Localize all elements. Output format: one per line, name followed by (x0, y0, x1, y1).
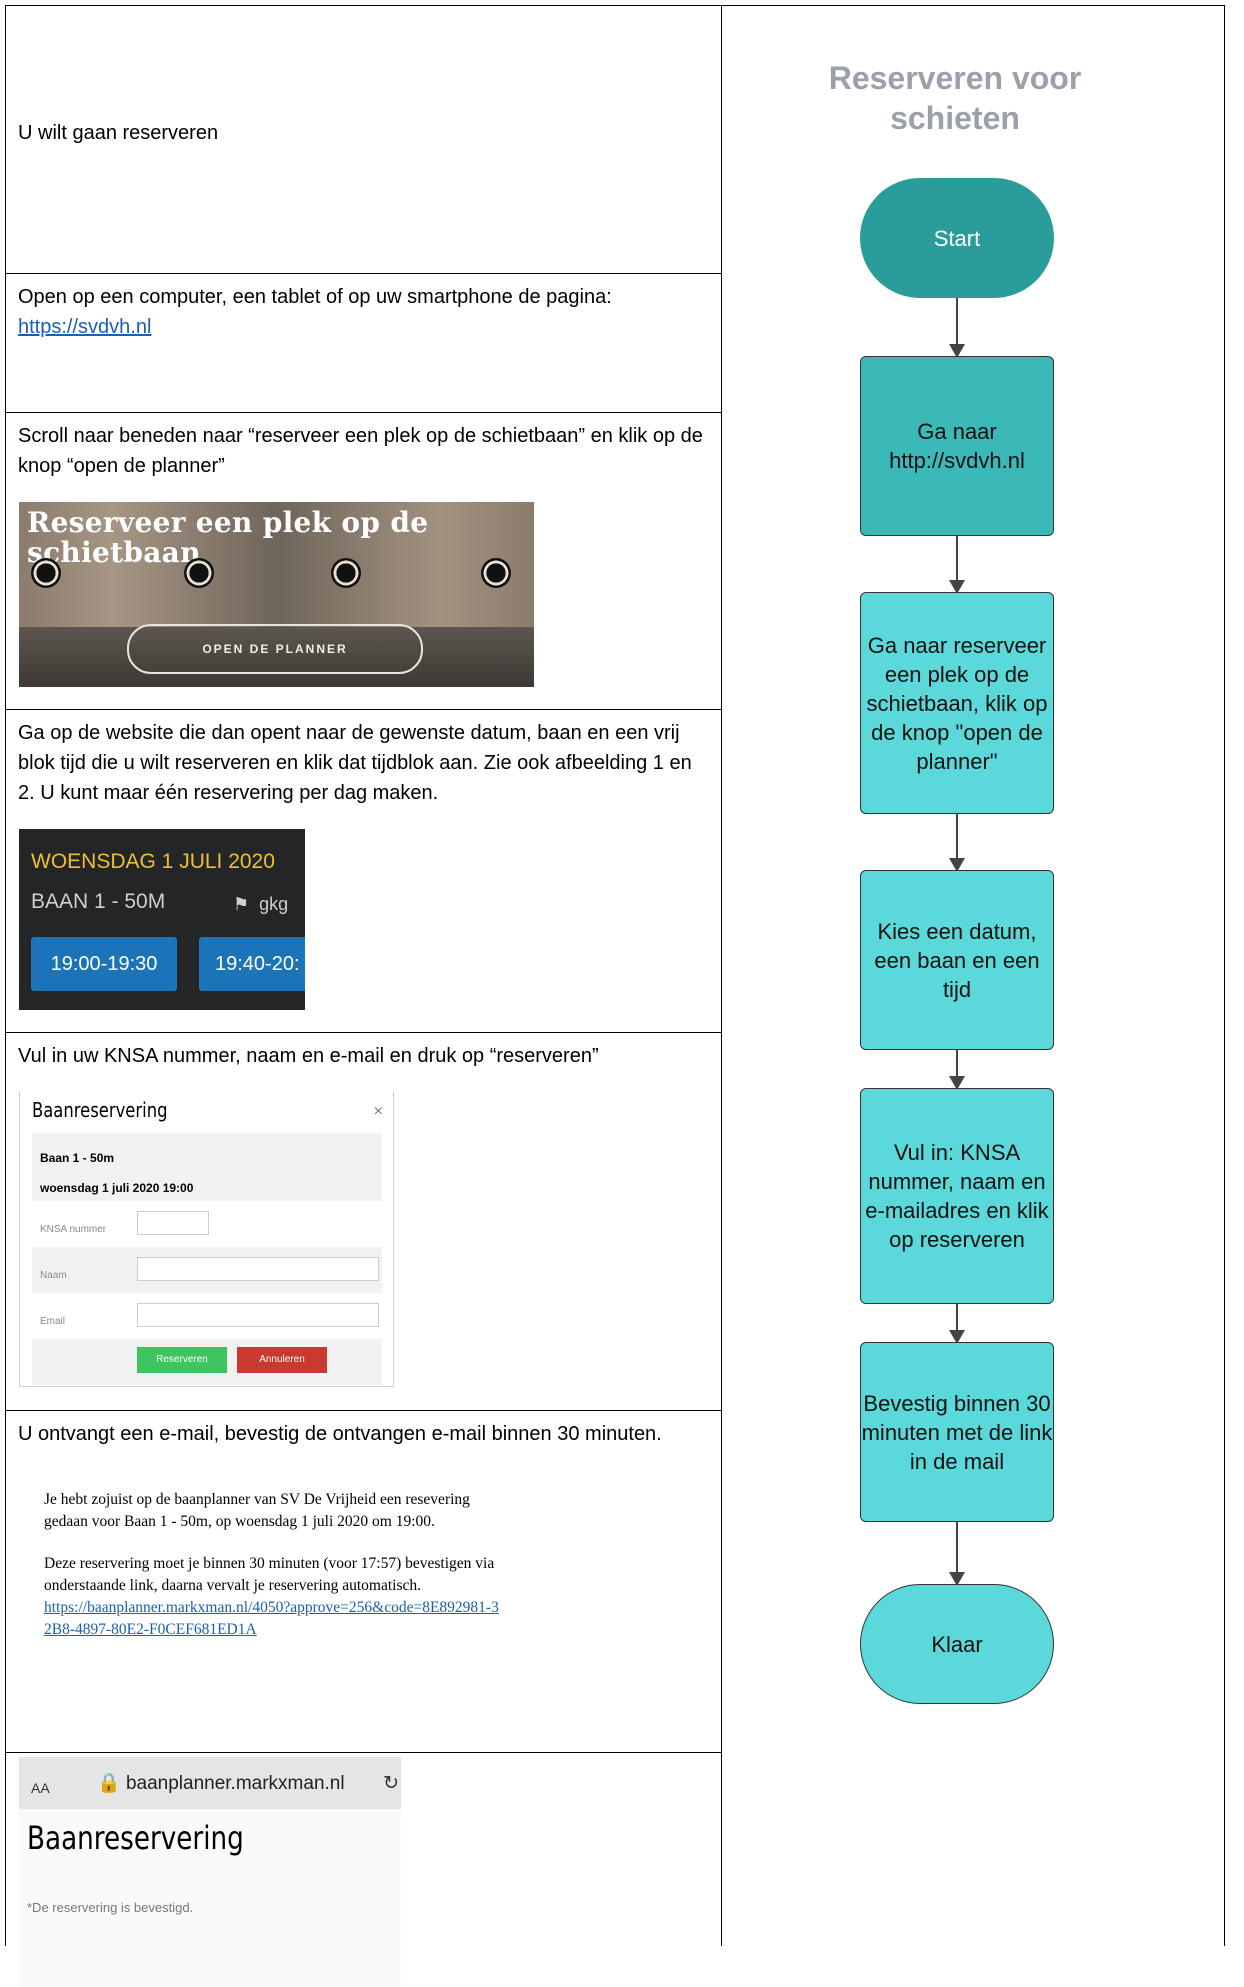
flow-node-svdvh: Ga naar http://svdvh.nl (860, 356, 1054, 536)
form-baan: Baan 1 - 50m (40, 1151, 115, 1165)
flow-node-end: Klaar (860, 1584, 1054, 1704)
flow-arrow (949, 1304, 965, 1344)
flow-node-fill-in: Vul in: KNSA nummer, naam en e-mailadres… (860, 1088, 1054, 1304)
email-paragraph-1: Je hebt zojuist op de baanplanner van SV… (44, 1491, 470, 1530)
email-row: Email (32, 1293, 382, 1339)
step-3-text: Scroll naar beneden naar “reserveer een … (18, 425, 703, 477)
flow-arrow (949, 1050, 965, 1090)
step-5-text: Vul in uw KNSA nummer, naam en e-mail en… (18, 1045, 599, 1067)
step-7-row: AA 🔒 baanplanner.markxman.nl ↻ Baanreser… (6, 1753, 721, 1987)
naam-row: Naam (32, 1247, 382, 1293)
schedule-screenshot: WOENSDAG 1 JULI 2020 BAAN 1 - 50M ⚑ gkg … (19, 829, 305, 1010)
reservation-form-screenshot: Baanreservering × Baan 1 - 50m woensdag … (19, 1091, 394, 1387)
email-confirm-link[interactable]: https://baanplanner.markxman.nl/4050?app… (44, 1599, 499, 1638)
naam-input[interactable] (137, 1257, 379, 1281)
time-slot-2[interactable]: 19:40-20: (199, 937, 305, 991)
target-icon (31, 558, 61, 588)
open-planner-button[interactable]: OPEN DE PLANNER (127, 624, 423, 674)
step-6-row: U ontvangt een e-mail, bevestig de ontva… (6, 1411, 721, 1753)
step-2-text: Open op een computer, een tablet of op u… (18, 286, 612, 308)
flow-arrow (949, 814, 965, 872)
user-icon: ⚑ (233, 894, 250, 914)
reserveren-button[interactable]: Reserveren (137, 1347, 227, 1373)
flow-arrow (949, 536, 965, 594)
confirmation-message: *De reservering is bevestigd. (27, 1900, 194, 1915)
email-paragraph-2: Deze reservering moet je binnen 30 minut… (44, 1555, 495, 1594)
form-buttons: Reserveren Annuleren (32, 1339, 382, 1385)
step-1-row: U wilt gaan reserveren (6, 6, 721, 274)
email-input[interactable] (137, 1303, 379, 1327)
reload-icon[interactable]: ↻ (383, 1773, 399, 1794)
step-5-row: Vul in uw KNSA nummer, naam en e-mail en… (6, 1033, 721, 1411)
form-info: Baan 1 - 50m woensdag 1 juli 2020 19:00 (32, 1133, 382, 1201)
step-6-text: U ontvangt een e-mail, bevestig de ontva… (18, 1423, 662, 1445)
step-3-row: Scroll naar beneden naar “reserveer een … (6, 413, 721, 710)
address-url[interactable]: 🔒 baanplanner.markxman.nl (97, 1773, 345, 1794)
schietbaan-banner-image: Reserveer een plek op de schietbaan OPEN… (19, 502, 534, 687)
svdvh-link[interactable]: https://svdvh.nl (18, 316, 152, 338)
confirmation-title: Baanreservering (27, 1819, 244, 1857)
flow-arrow (949, 298, 965, 358)
banner-floor (19, 627, 534, 687)
close-icon[interactable]: × (373, 1103, 383, 1120)
schedule-user: ⚑ gkg (233, 894, 289, 914)
email-label: Email (40, 1316, 66, 1327)
banner-title: Reserveer een plek op de schietbaan (27, 506, 429, 569)
naam-label: Naam (40, 1270, 67, 1281)
schedule-baan: BAAN 1 - 50M (31, 890, 166, 913)
knsa-row: KNSA nummer (32, 1201, 382, 1247)
flowchart-title: Reserveren voor schieten (828, 60, 1082, 136)
flow-node-choose: Kies een datum, een baan en een tijd (860, 870, 1054, 1050)
flow-node-planner: Ga naar reserveer een plek op de schietb… (860, 592, 1054, 814)
step-4-text: Ga op de website die dan opent naar de g… (18, 722, 692, 804)
browser-address-bar: AA 🔒 baanplanner.markxman.nl ↻ (19, 1757, 401, 1809)
annuleren-button[interactable]: Annuleren (237, 1347, 327, 1373)
step-4-row: Ga op de website die dan opent naar de g… (6, 710, 721, 1033)
target-icon (481, 558, 511, 588)
flow-arrow (949, 1522, 965, 1586)
lock-icon: 🔒 (97, 1773, 121, 1794)
time-slot-1[interactable]: 19:00-19:30 (31, 937, 177, 991)
confirmation-screenshot: AA 🔒 baanplanner.markxman.nl ↻ Baanreser… (19, 1757, 401, 1987)
step-2-row: Open op een computer, een tablet of op u… (6, 274, 721, 413)
knsa-label: KNSA nummer (40, 1224, 107, 1235)
email-screenshot: Je hebt zojuist op de baanplanner van SV… (44, 1489, 504, 1641)
text-size-icon[interactable]: AA (31, 1780, 50, 1796)
schedule-date: WOENSDAG 1 JULI 2020 (31, 850, 275, 873)
target-icon (184, 558, 214, 588)
instructions-column: U wilt gaan reserveren Open op een compu… (6, 6, 722, 1987)
flow-node-start: Start (860, 178, 1054, 298)
flow-node-confirm: Bevestig binnen 30 minuten met de link i… (860, 1342, 1054, 1522)
step-1-text: U wilt gaan reserveren (18, 122, 219, 144)
form-datetime: woensdag 1 juli 2020 19:00 (40, 1181, 194, 1195)
target-icon (331, 558, 361, 588)
knsa-input[interactable] (137, 1211, 209, 1235)
form-title: Baanreservering (32, 1098, 168, 1122)
